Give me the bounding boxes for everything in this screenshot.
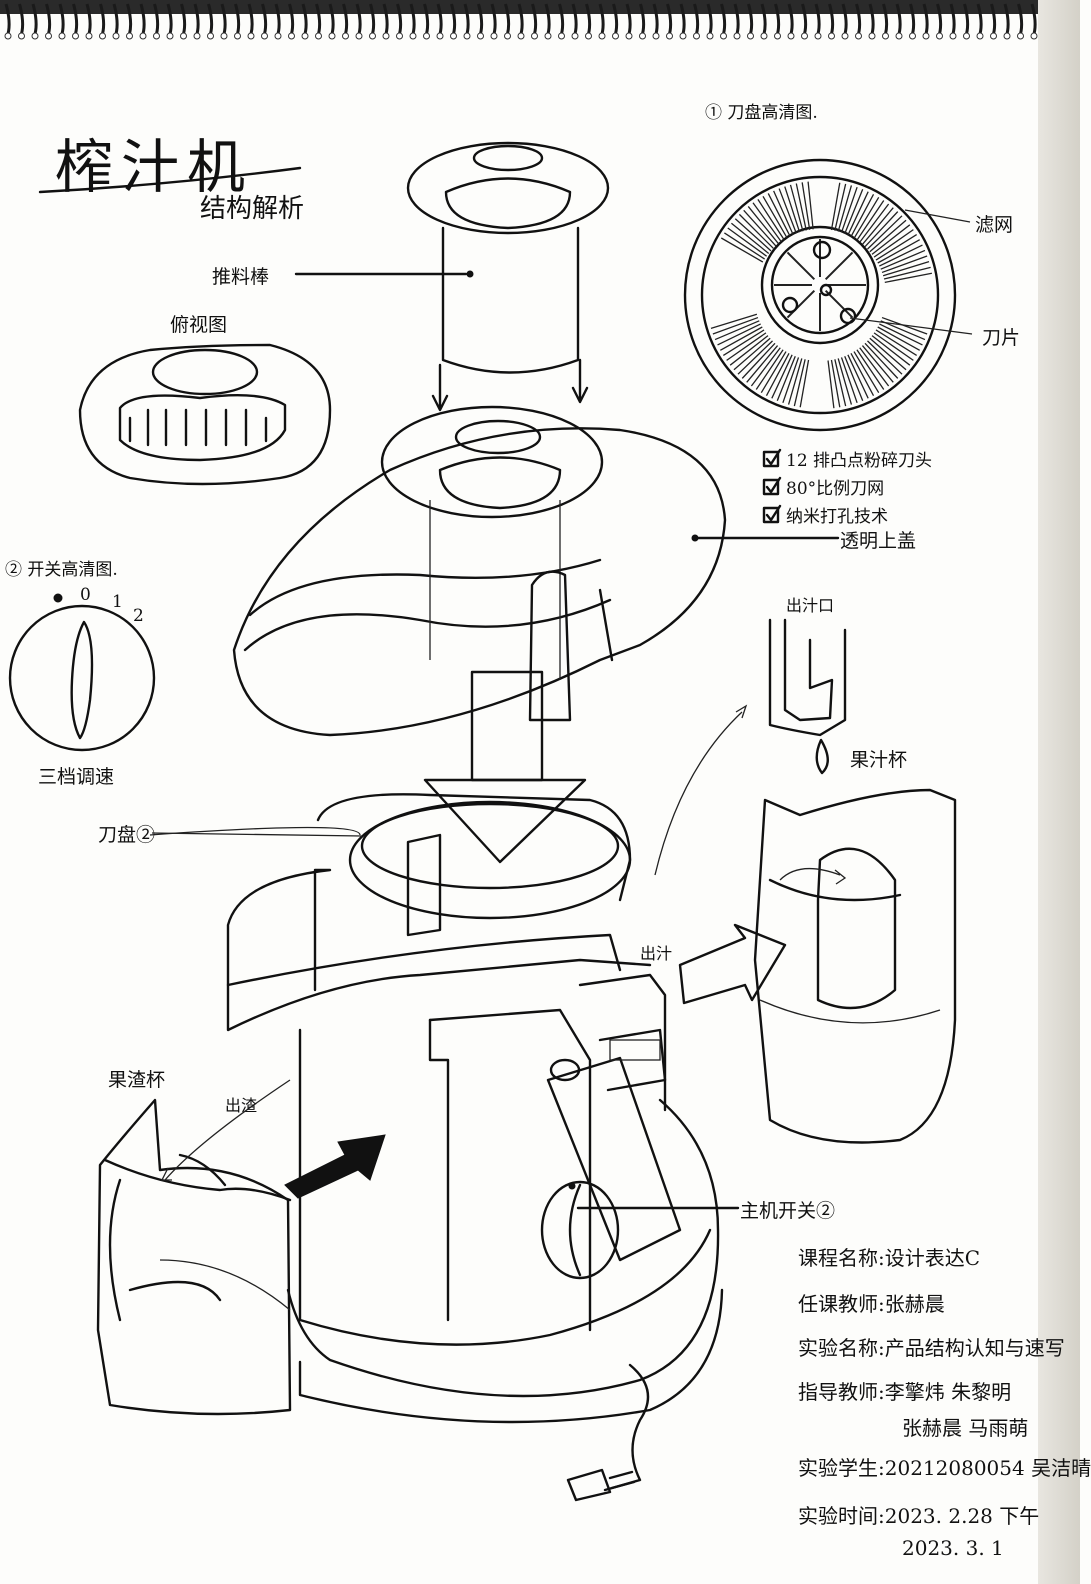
title-underline: [38, 166, 302, 194]
label-switch-detail: ② 开关高清图.: [5, 560, 118, 580]
label-juice-cup: 果汁杯: [850, 749, 908, 771]
info-key: 实验名称:: [798, 1336, 885, 1360]
page-edge: [1038, 0, 1080, 1584]
info-key: 指导教师:: [798, 1380, 885, 1404]
juicer-body: [149, 793, 740, 1502]
info-row: 实验时间: 2023. 2.28 下午: [798, 1500, 1039, 1529]
label-pulp-out: 出渣: [225, 1096, 258, 1115]
sketch-title: 榨汁机: [55, 133, 254, 201]
feature-2: 80°比例刀网: [786, 479, 885, 499]
switch-pos-0: 0: [80, 585, 91, 605]
lid-drawing: [232, 405, 840, 737]
info-value: 李擎炜 朱黎明: [884, 1380, 1012, 1404]
info-value: 20212080054 吴洁晴: [884, 1456, 1091, 1480]
info-row: 2023. 3. 1: [798, 1536, 1004, 1560]
label-main-switch: 主机开关②: [740, 1200, 836, 1222]
label-blade: 刀片: [982, 327, 1021, 349]
info-value: 2023. 3. 1: [902, 1536, 1004, 1560]
info-row: 实验学生: 20212080054 吴洁晴: [798, 1452, 1091, 1481]
label-pusher: 推料棒: [212, 266, 270, 288]
top-view-drawing: [78, 343, 332, 486]
info-value: 产品结构认知与速写: [884, 1336, 1065, 1360]
feature-3: 纳米打孔技术: [786, 507, 888, 527]
info-key: 实验学生:: [798, 1456, 885, 1480]
juice-cup-drawing: [678, 788, 957, 1144]
pulp-cup-drawing: [96, 1079, 386, 1416]
info-value: 2023. 2.28 下午: [884, 1504, 1040, 1528]
label-blade-disc: 刀盘②: [98, 824, 156, 846]
switch-pos-2: 2: [133, 606, 144, 626]
info-row: 张赫晨 马雨萌: [798, 1412, 1028, 1441]
assembly-arrow: [423, 670, 587, 864]
label-filter: 滤网: [975, 214, 1014, 236]
label-speed: 三档调速: [38, 766, 115, 788]
feature-checkboxes: [762, 448, 782, 524]
sketch-subtitle: 结构解析: [200, 194, 305, 224]
info-row: 课程名称: 设计表达C: [798, 1242, 980, 1271]
label-top-view: 俯视图: [170, 314, 228, 336]
info-key: 课程名称:: [798, 1246, 885, 1270]
info-key: 实验时间:: [798, 1504, 885, 1528]
switch-drawing: [8, 593, 156, 752]
info-value: 张赫晨: [884, 1292, 945, 1316]
label-pulp-cup: 果渣杯: [108, 1069, 166, 1091]
pusher-drawing: [294, 141, 610, 412]
label-blade-disc-detail: ① 刀盘高清图.: [705, 103, 818, 123]
info-value: 设计表达C: [884, 1246, 981, 1270]
info-row: 指导教师: 李擎炜 朱黎明: [798, 1376, 1011, 1405]
label-juice-out: 出汁: [640, 944, 673, 963]
spiral-binding: [0, 0, 1040, 40]
spout-drawing: [654, 618, 847, 876]
switch-pos-1: 1: [112, 592, 123, 612]
label-lid: 透明上盖: [840, 530, 917, 552]
info-row: 任课教师: 张赫晨: [798, 1288, 945, 1317]
info-row: 实验名称: 产品结构认知与速写: [798, 1332, 1065, 1361]
blade-disc-drawing: [683, 158, 973, 432]
info-key: 任课教师:: [798, 1292, 885, 1316]
feature-1: 12 排凸点粉碎刀头: [786, 451, 933, 471]
info-value: 张赫晨 马雨萌: [902, 1416, 1029, 1440]
label-spout: 出汁口: [786, 596, 835, 615]
